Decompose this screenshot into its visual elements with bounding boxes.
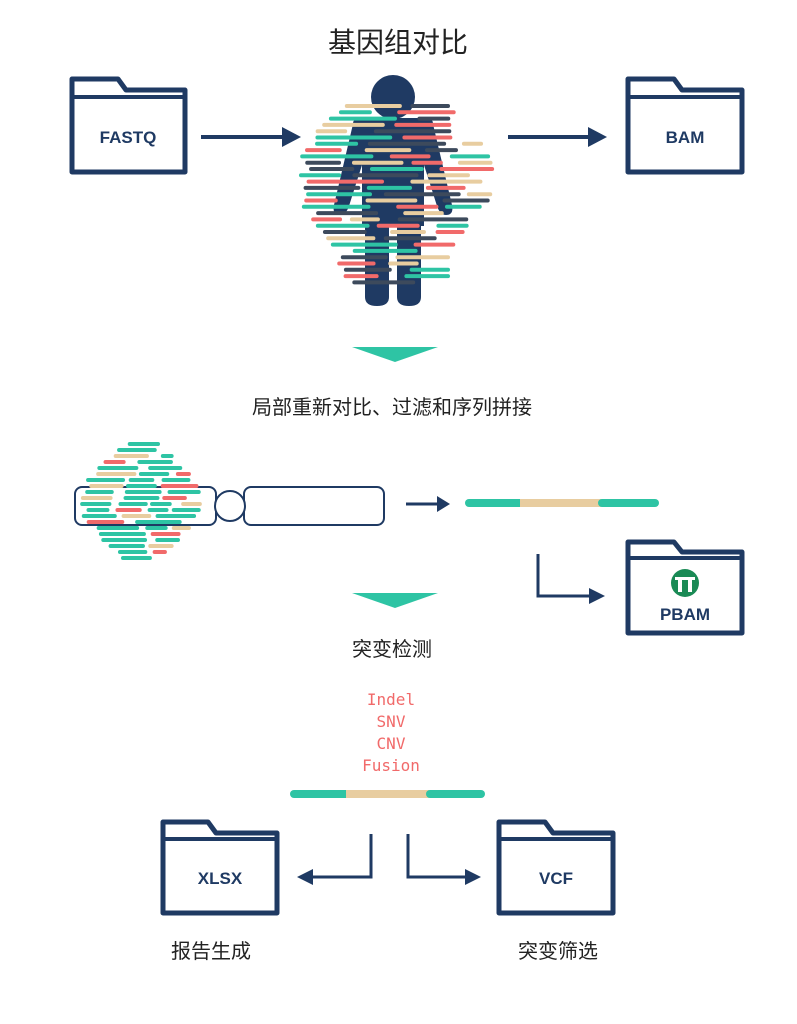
fastq-folder-icon: FASTQ (69, 76, 188, 175)
chevron-down-icon (352, 347, 438, 362)
arrow-icon (201, 127, 301, 147)
step-report-title: 报告生成 (171, 939, 251, 963)
arrow-icon (297, 834, 373, 885)
arrow-icon (536, 554, 605, 604)
fastq-label: FASTQ (100, 128, 157, 147)
pbam-label: PBAM (660, 605, 710, 624)
step-detection-title: 突变检测 (352, 637, 432, 661)
vcf-label: VCF (539, 869, 573, 888)
arrow-icon (406, 496, 450, 512)
bam-folder-icon: BAM (625, 76, 745, 175)
step-realign-title: 局部重新对比、过滤和序列拼接 (252, 395, 532, 419)
pbam-folder-icon: PBAM (625, 539, 745, 636)
chevron-down-icon (352, 593, 438, 608)
xlsx-folder-icon: XLSX (160, 819, 280, 916)
pbam-logo-icon (671, 569, 699, 597)
variant-type-indel: Indel (367, 690, 415, 709)
variant-type-fusion: Fusion (362, 756, 420, 775)
arrow-icon (406, 834, 481, 885)
arrow-icon (508, 127, 607, 147)
vcf-folder-icon: VCF (496, 819, 616, 916)
xlsx-label: XLSX (198, 869, 243, 888)
sequence-reads (298, 104, 495, 285)
variant-type-snv: SNV (377, 712, 406, 731)
step-filter-title: 突变筛选 (518, 939, 598, 963)
step-alignment-title: 基因组对比 (328, 26, 468, 59)
bam-label: BAM (666, 128, 705, 147)
aligned-reads (80, 442, 202, 560)
variant-type-cnv: CNV (377, 734, 406, 753)
